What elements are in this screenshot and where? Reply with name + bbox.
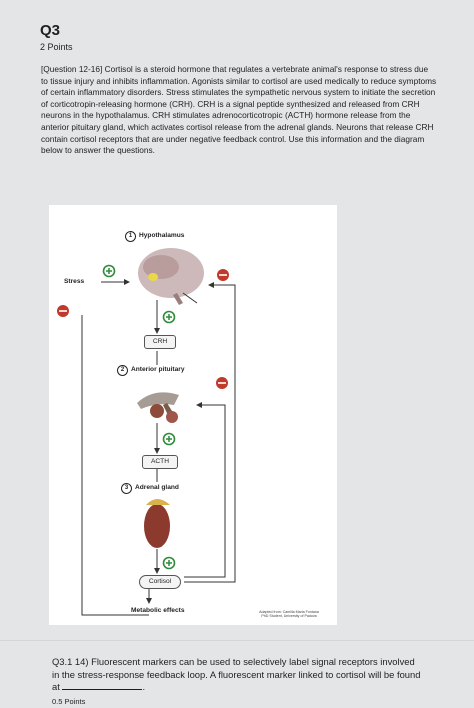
adrenal-gland-text: Adrenal gland — [135, 484, 179, 491]
crh-box: CRH — [144, 335, 176, 349]
subquestion-text: Fluorescent markers can be used to selec… — [52, 656, 421, 693]
answer-blank[interactable] — [62, 689, 143, 691]
subquestion-label: Q3.1 14) — [52, 656, 89, 667]
subquestion-points: 0.5 Points — [52, 697, 86, 706]
cortisol-box: Cortisol — [139, 575, 181, 589]
question-points: 2 Points — [40, 42, 73, 52]
acth-box: ACTH — [142, 455, 178, 469]
blank-end: . — [142, 681, 146, 693]
step-number: 1 — [125, 231, 136, 242]
brain-illustration — [138, 248, 204, 305]
plus-icon — [162, 556, 176, 570]
minus-icon — [216, 377, 228, 389]
adrenal-illustration — [144, 499, 170, 548]
stress-label: Stress — [64, 278, 85, 285]
hypothalamus-text: Hypothalamus — [139, 232, 185, 239]
plus-icon — [162, 310, 176, 324]
credit-line: PhD Student, University of Padova — [261, 614, 317, 619]
minus-icon — [217, 269, 229, 281]
plus-icon — [102, 264, 116, 278]
minus-icon — [57, 305, 69, 317]
pituitary-illustration — [137, 392, 179, 423]
anterior-pituitary-text: Anterior pituitary — [131, 366, 185, 373]
section-divider — [0, 640, 474, 641]
question-passage: [Question 12-16] Cortisol is a steroid h… — [41, 64, 437, 156]
metabolic-effects-label: Metabolic effects — [131, 607, 185, 614]
step-number: 2 — [117, 365, 128, 376]
question-title: Q3 — [40, 22, 61, 39]
step-number: 3 — [121, 483, 132, 494]
subquestion: Q3.1 14) Fluorescent markers can be used… — [52, 656, 422, 694]
plus-icon — [162, 432, 176, 446]
diagram-graphics — [57, 248, 236, 616]
credit-line: Adapted from: Camilla Maria Fontana — [259, 610, 319, 614]
